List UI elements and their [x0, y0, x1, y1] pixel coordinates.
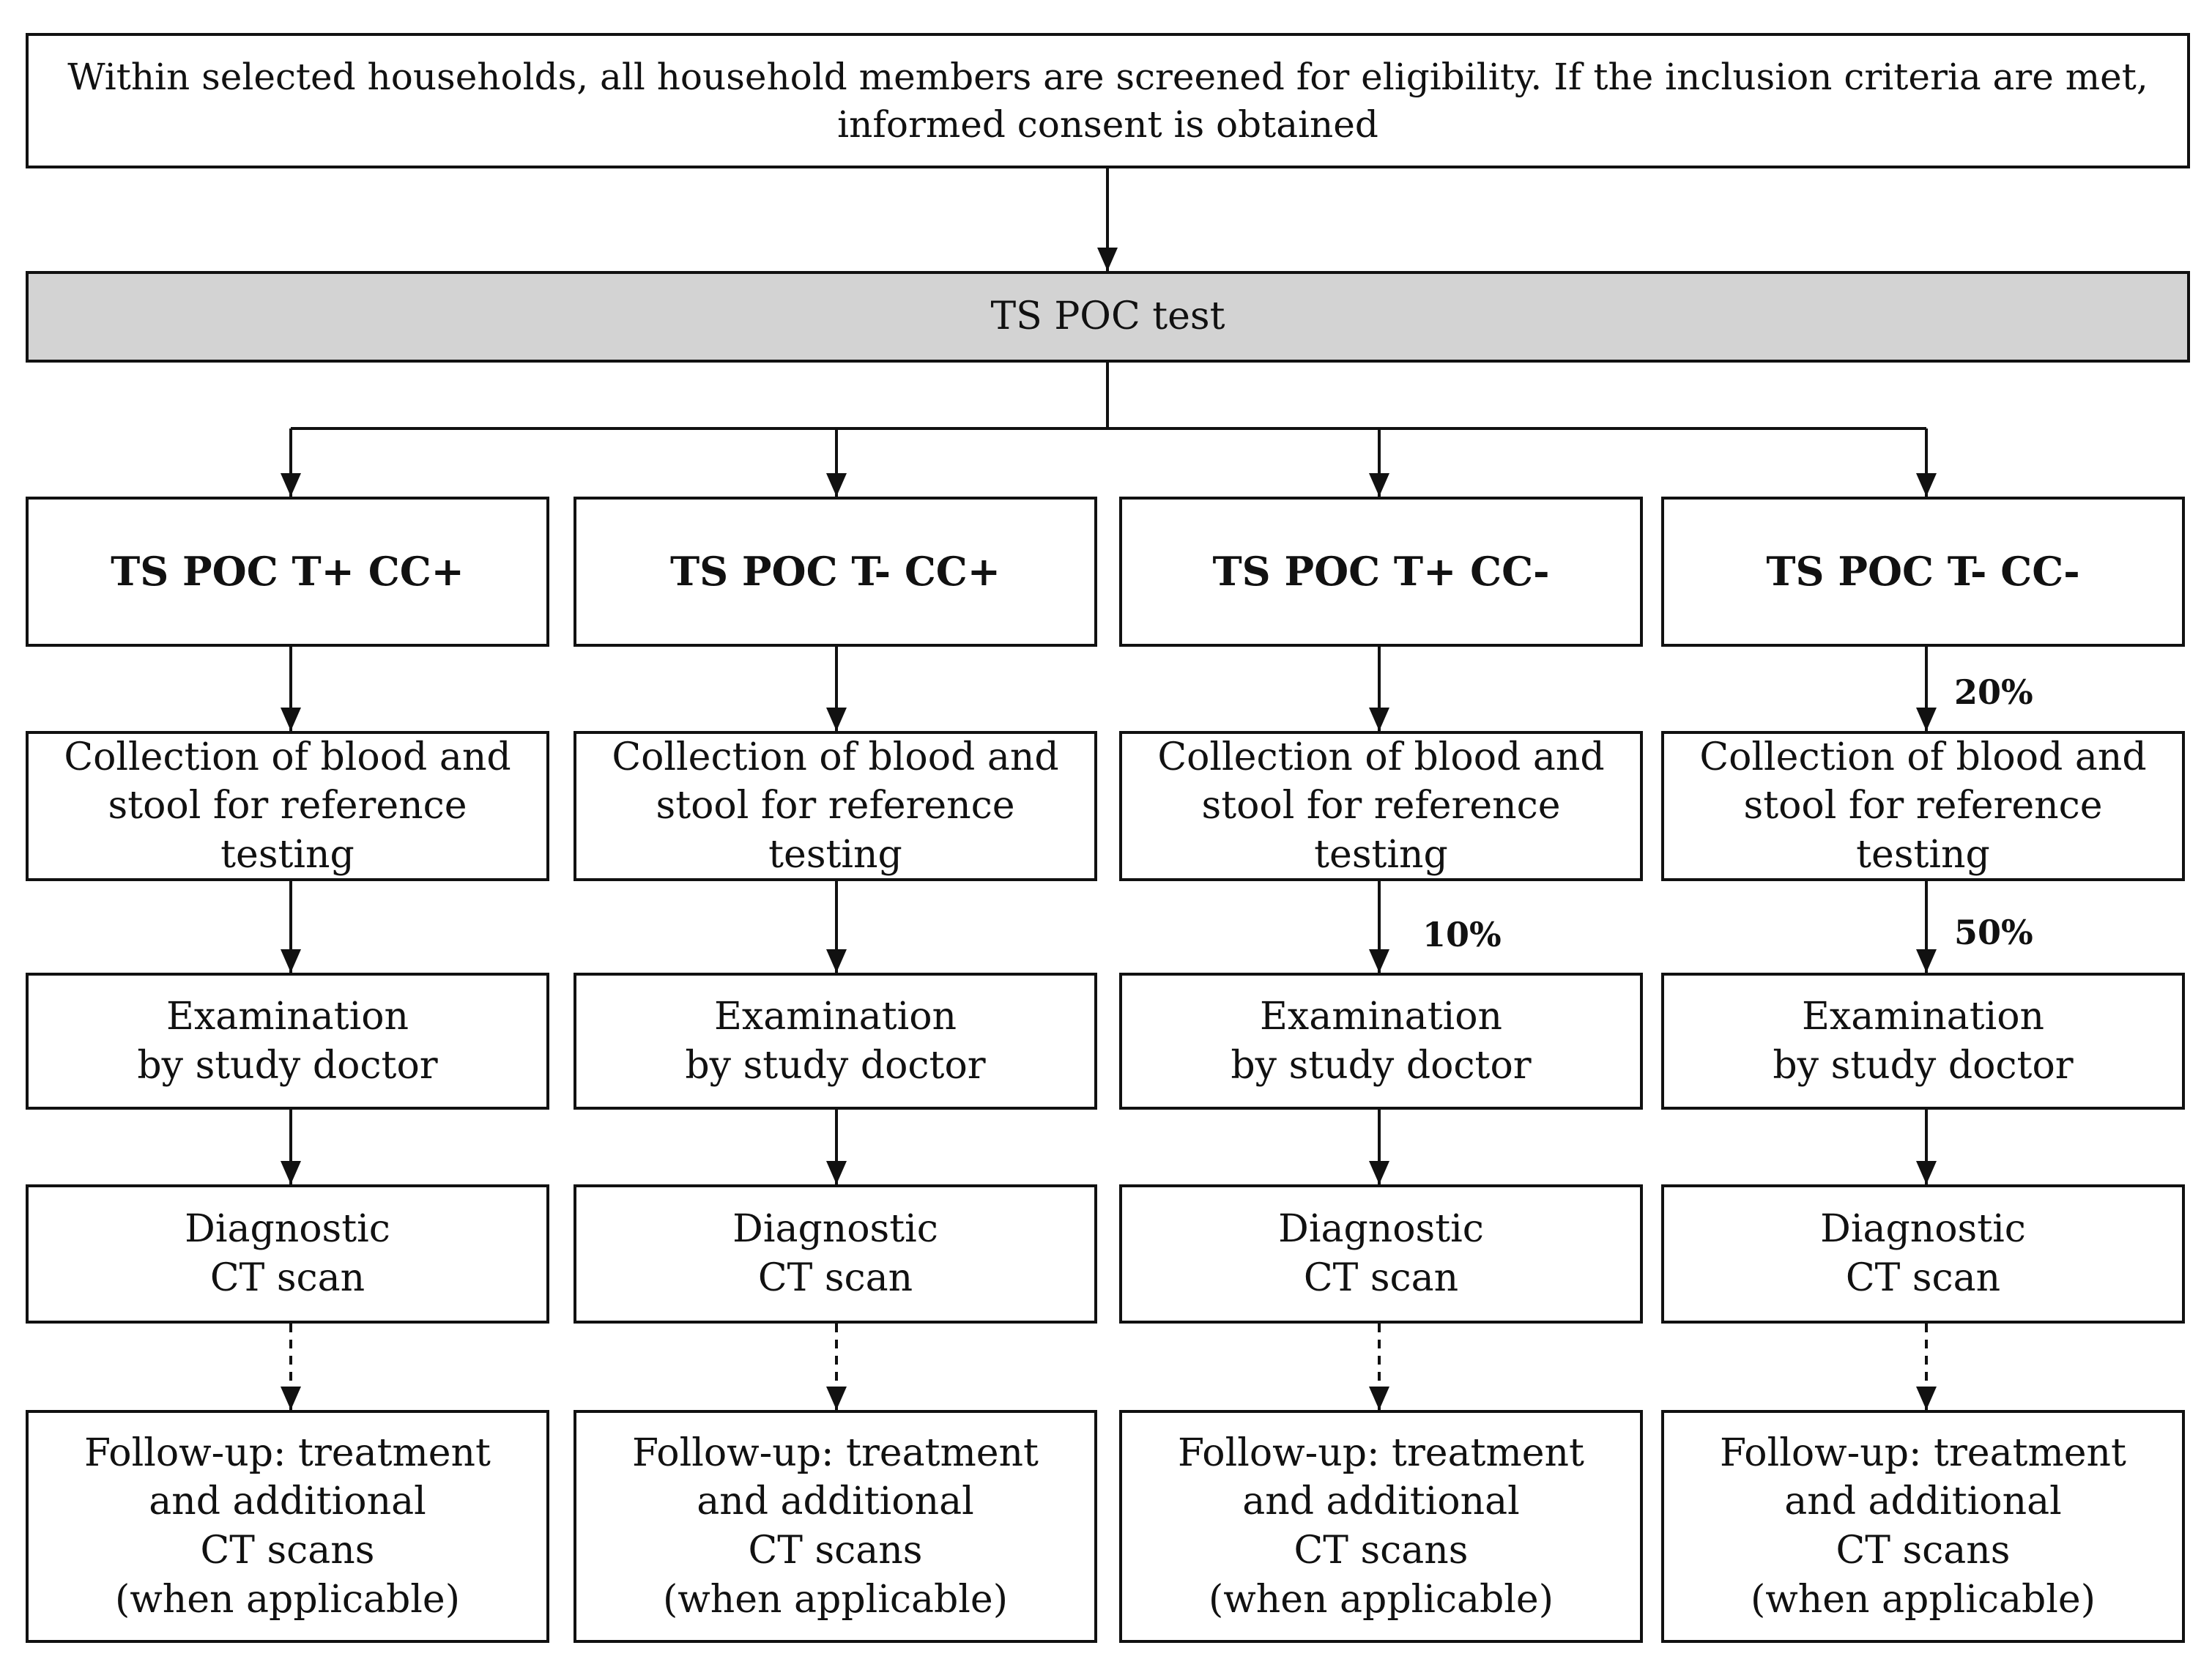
percentage-label-collection-4: 20% — [1954, 672, 2033, 712]
collection-line-1: Collection of blood and — [64, 735, 511, 779]
percentage-label-exam-4: 50% — [1954, 913, 2033, 952]
follow-up-line-3: CT scans — [1294, 1529, 1469, 1573]
screening-line-2: informed consent is obtained — [837, 103, 1378, 146]
ct-scan-line-2: CT scan — [1303, 1256, 1459, 1300]
follow-up-box-4: Follow-up: treatment and additional CT s… — [1661, 1410, 2185, 1643]
collection-line-2: stool for reference testing — [1743, 784, 2103, 877]
examination-box-1: Examination by study doctor — [26, 973, 549, 1110]
ct-scan-box-3: Diagnostic CT scan — [1119, 1184, 1643, 1324]
group-label: TS POC T- CC- — [1766, 547, 2080, 595]
follow-up-line-4: (when applicable) — [1750, 1577, 2096, 1622]
examination-box-4: Examination by study doctor — [1661, 973, 2185, 1110]
follow-up-line-3: CT scans — [1836, 1529, 2011, 1573]
group-box-1: TS POC T+ CC+ — [26, 497, 549, 647]
collection-line-1: Collection of blood and — [1157, 735, 1605, 779]
ct-scan-line-2: CT scan — [209, 1256, 365, 1300]
collection-line-2: stool for reference testing — [108, 784, 467, 877]
ct-scan-line-2: CT scan — [1845, 1256, 2001, 1300]
group-box-4: TS POC T- CC- — [1661, 497, 2185, 647]
group-box-2: TS POC T- CC+ — [574, 497, 1097, 647]
collection-line-1: Collection of blood and — [1699, 735, 2147, 779]
examination-line-2: by study doctor — [137, 1043, 438, 1088]
follow-up-line-3: CT scans — [748, 1529, 923, 1573]
ct-scan-line-1: Diagnostic — [1820, 1207, 2026, 1252]
percentage-label-exam-3: 10% — [1422, 915, 1502, 954]
follow-up-line-1: Follow-up: treatment — [1178, 1430, 1584, 1475]
follow-up-line-2: and additional — [697, 1480, 974, 1524]
follow-up-line-2: and additional — [1784, 1480, 2062, 1524]
poc-test-box: TS POC test — [26, 271, 2190, 363]
follow-up-line-4: (when applicable) — [662, 1577, 1008, 1622]
follow-up-line-4: (when applicable) — [114, 1577, 460, 1622]
examination-line-2: by study doctor — [1231, 1043, 1532, 1088]
examination-line-2: by study doctor — [1773, 1043, 2074, 1088]
follow-up-box-2: Follow-up: treatment and additional CT s… — [574, 1410, 1097, 1643]
screening-line-1: Within selected households, all househol… — [67, 55, 2148, 98]
follow-up-line-3: CT scans — [200, 1529, 375, 1573]
ct-scan-box-1: Diagnostic CT scan — [26, 1184, 549, 1324]
collection-line-1: Collection of blood and — [612, 735, 1059, 779]
collection-line-2: stool for reference testing — [656, 784, 1015, 877]
follow-up-line-2: and additional — [149, 1480, 426, 1524]
group-label: TS POC T+ CC+ — [111, 547, 464, 595]
examination-box-2: Examination by study doctor — [574, 973, 1097, 1110]
examination-line-1: Examination — [1259, 994, 1503, 1039]
screening-text: Within selected households, all househol… — [67, 53, 2148, 149]
ct-scan-line-1: Diagnostic — [185, 1207, 390, 1252]
screening-box: Within selected households, all househol… — [26, 33, 2190, 168]
follow-up-line-1: Follow-up: treatment — [84, 1430, 491, 1475]
collection-box-3: Collection of blood and stool for refere… — [1119, 731, 1643, 881]
follow-up-line-2: and additional — [1242, 1480, 1520, 1524]
follow-up-line-1: Follow-up: treatment — [1720, 1430, 2126, 1475]
ct-scan-line-2: CT scan — [757, 1256, 913, 1300]
examination-line-1: Examination — [166, 994, 409, 1039]
follow-up-box-1: Follow-up: treatment and additional CT s… — [26, 1410, 549, 1643]
ct-scan-box-2: Diagnostic CT scan — [574, 1184, 1097, 1324]
follow-up-line-1: Follow-up: treatment — [632, 1430, 1039, 1475]
collection-box-1: Collection of blood and stool for refere… — [26, 731, 549, 881]
group-box-3: TS POC T+ CC- — [1119, 497, 1643, 647]
ct-scan-line-1: Diagnostic — [1278, 1207, 1484, 1252]
ct-scan-line-1: Diagnostic — [732, 1207, 938, 1252]
examination-line-1: Examination — [1801, 994, 2045, 1039]
collection-box-2: Collection of blood and stool for refere… — [574, 731, 1097, 881]
collection-box-4: Collection of blood and stool for refere… — [1661, 731, 2185, 881]
examination-line-2: by study doctor — [685, 1043, 986, 1088]
follow-up-box-3: Follow-up: treatment and additional CT s… — [1119, 1410, 1643, 1643]
ct-scan-box-4: Diagnostic CT scan — [1661, 1184, 2185, 1324]
collection-line-2: stool for reference testing — [1201, 784, 1561, 877]
group-label: TS POC T+ CC- — [1212, 547, 1550, 595]
group-label: TS POC T- CC+ — [669, 547, 1001, 595]
examination-box-3: Examination by study doctor — [1119, 973, 1643, 1110]
follow-up-line-4: (when applicable) — [1208, 1577, 1554, 1622]
poc-test-label: TS POC test — [990, 294, 1225, 339]
examination-line-1: Examination — [713, 994, 957, 1039]
